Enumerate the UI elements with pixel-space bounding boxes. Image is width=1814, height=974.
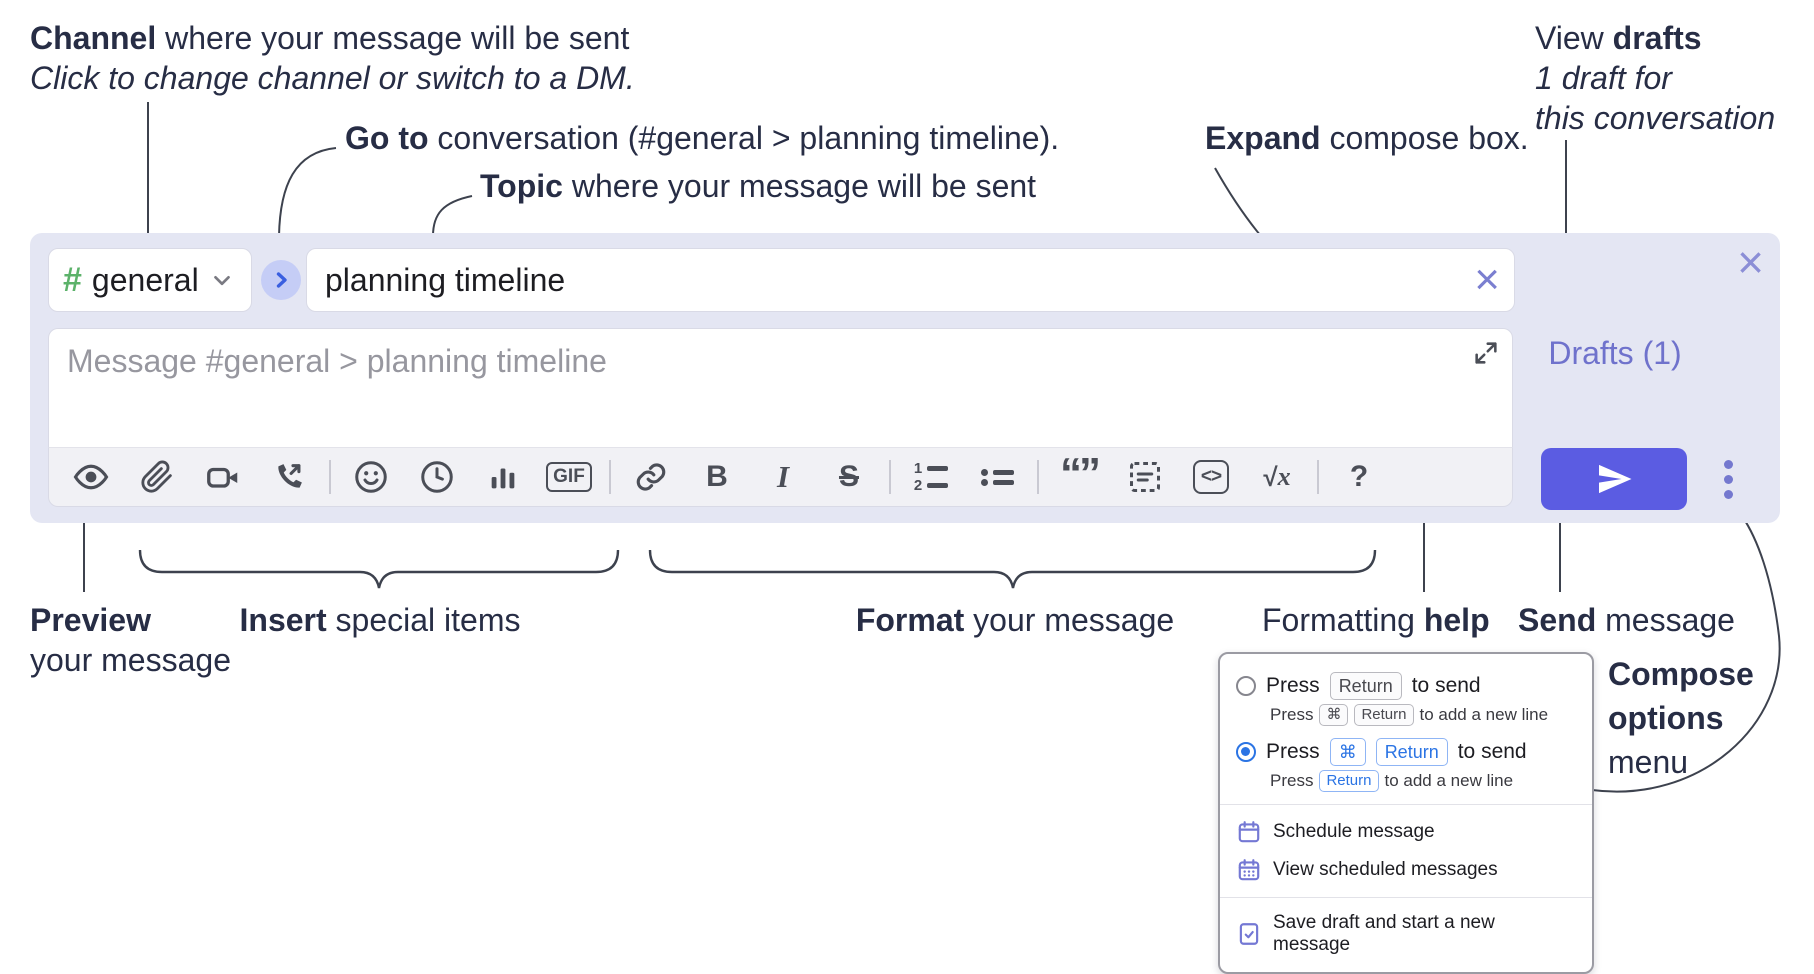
calendar-scheduled-icon (1236, 857, 1262, 883)
key-return: Return (1329, 672, 1402, 700)
calendar-icon (1236, 819, 1262, 845)
toolbar-divider (329, 460, 331, 494)
clear-topic-icon[interactable]: × (1474, 255, 1500, 304)
compose-box: # general × (30, 233, 1780, 523)
link-icon[interactable] (625, 454, 677, 500)
goto-conversation-button[interactable] (261, 260, 301, 300)
send-annotation: Send message (1518, 602, 1735, 638)
goto-annotation: Go to conversation (#general > planning … (345, 120, 1060, 156)
chevron-right-icon (276, 272, 287, 288)
key-cmd: ⌘ (1329, 738, 1366, 766)
channel-hash-icon: # (63, 260, 82, 299)
send-button[interactable] (1541, 448, 1687, 510)
key-return: Return (1354, 704, 1414, 726)
toolbar-divider (1037, 460, 1039, 494)
menu-item-schedule[interactable]: Schedule message (1220, 813, 1592, 851)
gif-button[interactable]: GIF (543, 454, 595, 500)
kebab-dot (1723, 489, 1733, 499)
topic-annotation: Topic where your message will be sent (480, 168, 1037, 204)
menu-item-view-scheduled[interactable]: View scheduled messages (1220, 851, 1592, 889)
key-return: Return (1319, 770, 1379, 792)
compose-options-menu: Press Return to send Press ⌘ Return to a… (1218, 652, 1594, 974)
italic-button[interactable]: I (776, 459, 790, 494)
channel-selector[interactable]: # general (48, 248, 252, 312)
insert-annotation: Insert special items (239, 602, 521, 638)
message-input[interactable] (49, 329, 1512, 447)
compose-options-annotation: Compose options menu (1608, 656, 1754, 780)
topic-field: × (306, 248, 1515, 312)
expand-compose-icon[interactable] (1472, 339, 1500, 372)
menu-item-save-draft[interactable]: Save draft and start a new message (1220, 906, 1592, 962)
compose-options-button[interactable] (1713, 453, 1743, 505)
format-annotation: Format your message (855, 602, 1175, 638)
send-mode-option-return[interactable]: Press Return to send Press ⌘ Return to a… (1220, 664, 1592, 730)
key-cmd: ⌘ (1319, 704, 1349, 726)
expand-annotation: Expand compose box. (1205, 120, 1529, 156)
menu-divider (1220, 804, 1592, 805)
radio-selected[interactable] (1236, 742, 1256, 762)
math-icon[interactable]: √x (1263, 461, 1291, 492)
key-return: Return (1375, 738, 1448, 766)
blockquote-icon[interactable]: “” (1060, 449, 1101, 498)
radio-unselected[interactable] (1236, 676, 1256, 696)
send-plane-icon (1599, 464, 1632, 494)
toolbar-divider (609, 460, 611, 494)
preview-annotation: Preview your message (30, 602, 231, 678)
close-compose-icon[interactable]: × (1737, 236, 1764, 288)
clock-icon[interactable] (411, 454, 463, 500)
chevron-down-icon (213, 275, 230, 286)
formatting-help-button[interactable]: ? (1349, 460, 1369, 493)
bold-button[interactable]: B (706, 460, 728, 493)
channel-annotation: Channel where your message will be sent … (30, 20, 635, 96)
formatting-help-annotation: Formatting help (1262, 602, 1490, 638)
toolbar-divider (889, 460, 891, 494)
kebab-dot (1723, 459, 1733, 469)
drafts-annotation: View drafts 1 draft for this conversatio… (1535, 20, 1776, 136)
call-phone-icon[interactable] (263, 454, 315, 500)
bullet-list-icon[interactable] (971, 454, 1023, 500)
gif-label: GIF (546, 462, 592, 492)
message-box (48, 328, 1513, 447)
code-block-icon[interactable] (1119, 454, 1171, 500)
channel-name: general (91, 261, 199, 298)
topic-input[interactable] (307, 261, 1461, 299)
send-mode-option-cmd-return[interactable]: Press ⌘ Return to send Press Return to a… (1220, 730, 1592, 796)
save-draft-icon (1236, 921, 1262, 947)
menu-divider (1220, 897, 1592, 898)
preview-eye-icon[interactable] (65, 454, 117, 500)
video-icon[interactable] (197, 454, 249, 500)
emoji-icon[interactable] (345, 454, 397, 500)
inline-code-icon[interactable]: <> (1185, 454, 1237, 500)
kebab-dot (1723, 474, 1733, 484)
attach-paperclip-icon[interactable] (131, 454, 183, 500)
toolbar-divider (1317, 460, 1319, 494)
strikethrough-button[interactable]: S (838, 460, 859, 493)
poll-chart-icon[interactable] (477, 454, 529, 500)
drafts-link[interactable]: Drafts (1) (1548, 335, 1682, 371)
